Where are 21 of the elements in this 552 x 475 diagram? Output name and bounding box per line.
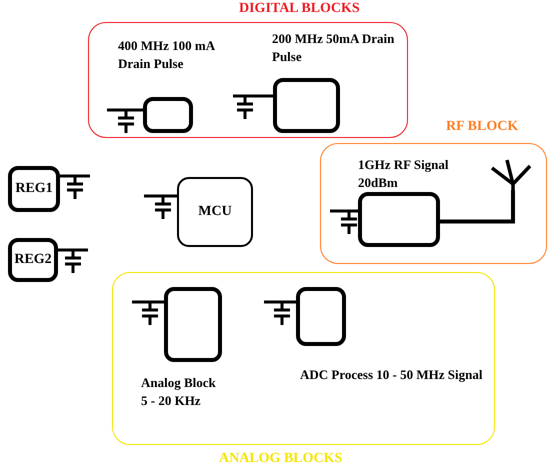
connector-line <box>440 190 515 224</box>
block-caption: ADC Process 10 - 50 MHz Signal <box>300 366 484 384</box>
block-box <box>8 238 58 282</box>
block-label: REG2 <box>14 252 52 268</box>
block-caption: 1GHz RF Signal 20dBm <box>358 156 450 192</box>
block-label: MCU <box>198 204 232 220</box>
antenna-icon <box>488 157 534 190</box>
block-box <box>8 166 60 212</box>
block-box <box>296 287 346 346</box>
block-box <box>358 192 440 247</box>
block-box <box>164 287 222 362</box>
block-box <box>177 177 253 247</box>
block-box <box>143 97 193 133</box>
group-heading: DIGITAL BLOCKS <box>239 1 360 17</box>
block-caption: Analog Block 5 - 20 KHz <box>141 374 217 410</box>
block-caption: 200 MHz 50mA Drain Pulse <box>272 30 396 66</box>
block-label: REG1 <box>15 181 53 197</box>
block-caption: 400 MHz 100 mA Drain Pulse <box>118 37 216 73</box>
group-heading: ANALOG BLOCKS <box>219 451 342 467</box>
group-heading: RF BLOCK <box>446 119 518 135</box>
block-box <box>273 78 340 133</box>
